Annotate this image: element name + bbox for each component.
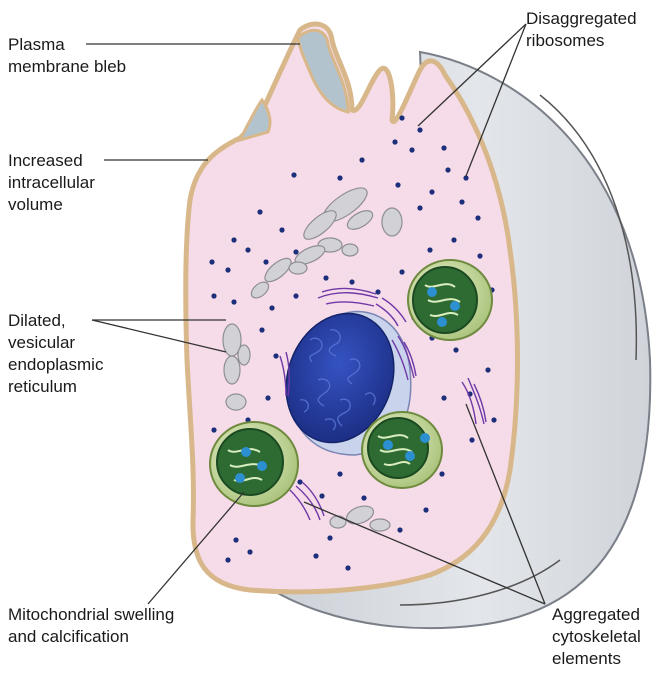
mitochondrion-lower-middle	[362, 412, 442, 488]
label-dilated-er: Dilated, vesicular endoplasmic reticulum	[8, 310, 103, 398]
membrane-bleb-interior-2	[240, 100, 270, 140]
mitochondrion-upper-right	[408, 260, 492, 340]
label-mitochondrial-swelling: Mitochondrial swelling and calcification	[8, 604, 174, 648]
mitochondrion-lower-left	[210, 422, 298, 506]
label-aggregated-cytoskeletal: Aggregated cytoskeletal elements	[552, 604, 641, 670]
label-increased-intracellular-volume: Increased intracellular volume	[8, 150, 95, 216]
label-disaggregated-ribosomes: Disaggregated ribosomes	[526, 8, 637, 52]
label-plasma-membrane-bleb: Plasma membrane bleb	[8, 34, 126, 78]
